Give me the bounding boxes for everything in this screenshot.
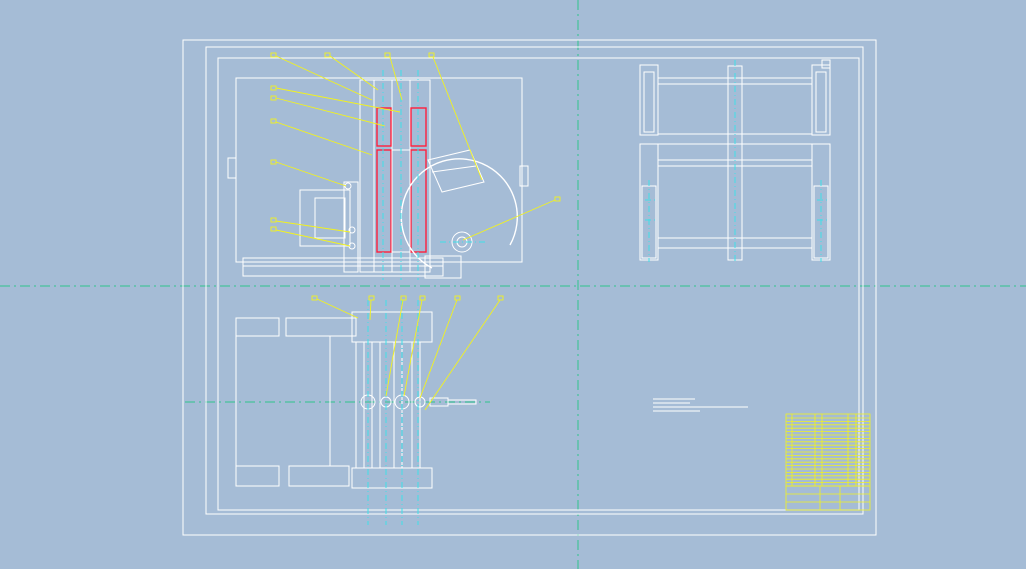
top-view-leaders [311, 295, 504, 411]
side-view [639, 59, 831, 264]
front-view [227, 70, 529, 280]
sheet-frame [182, 39, 877, 536]
parts-list-and-title-block [785, 413, 871, 511]
technical-notes [653, 398, 748, 412]
top-view [235, 300, 477, 525]
front-view-leaders [270, 52, 561, 247]
